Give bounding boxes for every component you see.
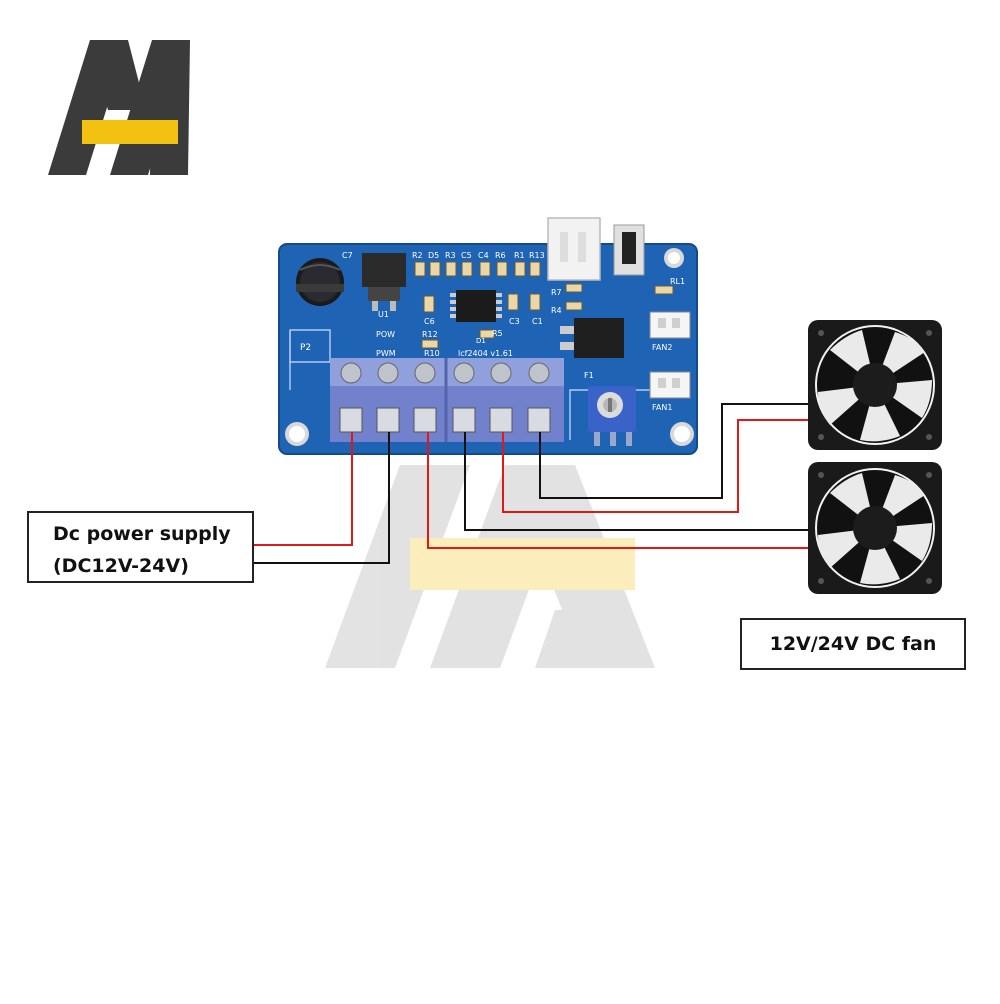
fan1-negative-wire <box>539 403 812 499</box>
power-supply-title: Dc power supply <box>53 523 231 545</box>
wires <box>254 403 812 564</box>
power-supply-callout: Dc power supply (DC12V-24V) <box>27 511 254 583</box>
label-u1: U1 <box>378 310 389 319</box>
smd-components <box>414 261 674 349</box>
screw-terminal-block <box>330 358 564 442</box>
slide-switch <box>613 224 645 276</box>
label-r7: R7 <box>551 288 562 297</box>
power-supply-voltage: (DC12V-24V) <box>53 555 189 577</box>
label-rl1: RL1 <box>670 277 685 286</box>
fan2-positive-wire <box>427 432 812 549</box>
label-p2: P2 <box>300 343 311 353</box>
label-d5: D5 <box>428 251 439 260</box>
label-c6: C6 <box>424 317 435 326</box>
mounting-hole <box>670 422 694 446</box>
label-r4: R4 <box>551 306 562 315</box>
label-fan1: FAN1 <box>652 403 672 412</box>
fan-callout: 12V/24V DC fan <box>740 618 966 670</box>
fan-label: 12V/24V DC fan <box>769 633 937 655</box>
ic-chip <box>450 290 502 322</box>
label-r6: R6 <box>495 251 506 260</box>
label-c3: C3 <box>509 317 520 326</box>
fan2-negative-wire <box>464 432 812 531</box>
label-c4: C4 <box>478 251 489 260</box>
psu-negative-wire <box>254 432 390 564</box>
label-c1: C1 <box>532 317 543 326</box>
label-d1: D1 <box>476 337 486 345</box>
label-r5: R5 <box>492 329 503 338</box>
potentiometer <box>588 386 636 446</box>
label-r2: R2 <box>412 251 423 260</box>
label-c5: C5 <box>461 251 472 260</box>
label-version: lcf2404 v1.61 <box>458 349 513 358</box>
capacitor-c7 <box>296 258 344 306</box>
psu-positive-wire <box>254 432 353 546</box>
label-r3: R3 <box>445 251 456 260</box>
label-fan2: FAN2 <box>652 343 672 352</box>
fan1-positive-wire <box>502 419 812 513</box>
label-r13: R13 <box>529 251 545 260</box>
controller-board: C7 U1 R2 D5 R3 C5 C4 R6 R1 R13 RL1 R7 R4… <box>278 217 698 455</box>
label-r10: R10 <box>424 349 440 358</box>
label-pow: POW <box>376 330 395 339</box>
label-r1: R1 <box>514 251 525 260</box>
mounting-hole <box>664 248 684 268</box>
label-c7: C7 <box>342 251 353 260</box>
regulator-u1 <box>362 253 406 311</box>
label-f1: F1 <box>584 371 594 380</box>
fan1-header <box>649 371 691 399</box>
label-pwm: PWM <box>376 349 396 358</box>
fan-2 <box>808 462 942 594</box>
mosfet <box>560 318 624 358</box>
watermark-logo <box>325 465 655 668</box>
fan2-header <box>649 311 691 339</box>
label-r12: R12 <box>422 330 438 339</box>
fan-1 <box>808 320 942 450</box>
mounting-hole <box>285 422 309 446</box>
jst-connector <box>547 217 601 281</box>
brand-logo <box>48 40 190 175</box>
